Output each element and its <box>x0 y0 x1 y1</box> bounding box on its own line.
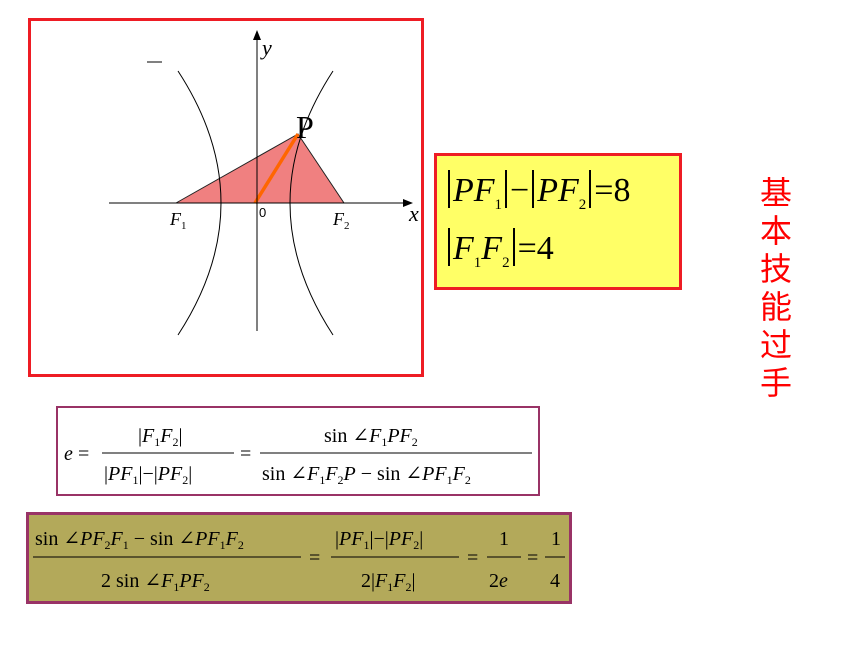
sine-ratio-formula: sin ∠PF2F1 − sin ∠PF1F2 2 sin ∠F1PF2 = |… <box>26 512 572 604</box>
svg-text:sin ∠PF2F1 − sin ∠PF1F2: sin ∠PF2F1 − sin ∠PF1F2 <box>35 528 244 552</box>
given-line-focal-distance: F1F2=4 <box>445 228 554 272</box>
svg-text:2|F1F2|: 2|F1F2| <box>361 570 415 594</box>
svg-text:e: e <box>64 443 73 465</box>
hyperbola-figure: y x P 0 F1 F2 <box>109 30 419 336</box>
hyperbola-diagram: y x P 0 F1 F2 <box>28 18 424 377</box>
svg-text:2e: 2e <box>489 570 508 592</box>
svg-text:1: 1 <box>499 528 509 550</box>
x-axis-label: x <box>408 201 419 226</box>
point-p-label: P <box>296 109 314 145</box>
side-title: 基本技能过手 <box>759 174 792 402</box>
svg-text:=: = <box>527 547 538 569</box>
y-axis-label: y <box>260 35 272 60</box>
given-line-difference: PF1−PF2=8 <box>445 170 630 214</box>
eccentricity-formula: e = |F1F2| |PF1|−|PF2| = sin ∠F1PF2 sin … <box>56 406 540 496</box>
svg-text:|PF1|−|PF2|: |PF1|−|PF2| <box>335 528 423 552</box>
hyperbola-left-branch <box>177 70 222 336</box>
focal-distance-value: =4 <box>517 230 554 267</box>
svg-text:=: = <box>78 443 89 465</box>
svg-text:=: = <box>467 547 478 569</box>
svg-text:=: = <box>309 547 320 569</box>
svg-text:sin ∠F1F2P − sin ∠PF1F2: sin ∠F1F2P − sin ∠PF1F2 <box>262 463 471 487</box>
svg-text:2 sin ∠F1PF2: 2 sin ∠F1PF2 <box>101 570 210 594</box>
hyperbola-right-branch <box>289 70 334 336</box>
svg-text:1: 1 <box>551 528 561 550</box>
svg-text:4: 4 <box>550 570 560 592</box>
segment-op <box>253 133 300 204</box>
svg-text:=: = <box>240 443 251 465</box>
focus-right-label: F2 <box>332 209 350 232</box>
origin-label: 0 <box>259 205 266 220</box>
svg-text:|F1F2|: |F1F2| <box>138 425 182 449</box>
svg-text:sin ∠F1PF2: sin ∠F1PF2 <box>324 425 418 449</box>
focus-left-label: F1 <box>169 209 187 232</box>
difference-value: =8 <box>594 172 631 209</box>
given-conditions: PF1−PF2=8 F1F2=4 <box>434 153 682 290</box>
y-axis-arrow <box>253 30 261 40</box>
svg-text:|PF1|−|PF2|: |PF1|−|PF2| <box>104 463 192 487</box>
x-axis-arrow <box>403 199 413 207</box>
